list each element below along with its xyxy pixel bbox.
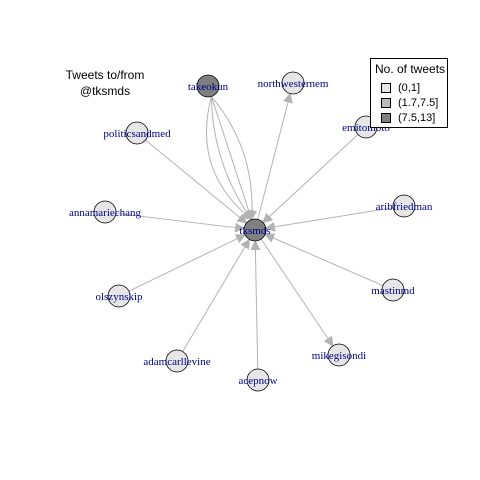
node-circle-mastinmd [381,278,405,302]
node-circle-mikegisondi [327,343,351,367]
legend-swatch-high [381,113,391,123]
node-northwesternem[interactable]: northwesternem [258,71,329,95]
node-adamcarllevine[interactable]: adamcarllevine [143,349,211,373]
edge-takeokun-to-tksmds [210,96,253,221]
node-aribfriedman[interactable]: aribfriedman [376,194,433,218]
edge-annamariechang-to-tksmds [115,212,246,233]
legend-label-mid: (1.7,7.5] [398,97,439,109]
edge-mastinmd-to-tksmds [264,233,384,287]
node-circle-olszynskip [107,284,131,308]
node-mikegisondi[interactable]: mikegisondi [312,343,366,367]
node-circle-acepnow [246,368,270,392]
node-label-adamcarllevine: adamcarllevine [143,356,210,368]
node-label-politicsandmed: politicsandmed [103,128,171,140]
legend-item-mid: (1.7,7.5] [381,96,438,110]
node-annamariechang[interactable]: annamariechang [69,200,142,224]
edge-politicsandmed-to-tksmds [145,139,248,224]
edge-takeokun-to-tksmds [211,96,258,221]
node-label-mikegisondi: mikegisondi [312,350,366,362]
edge-takeokun-to-tksmds [206,96,253,221]
node-circle-northwesternem [281,71,305,95]
node-circle-adamcarllevine [165,349,189,373]
node-label-takeokun: takeokun [188,81,229,93]
edge-acepnow-to-tksmds [250,239,261,370]
node-label-mastinmd: mastinmd [371,285,415,297]
edge-tksmds-to-mikegisondi [260,238,334,347]
title-line-2: @tksmds [80,84,130,98]
node-circle-takeokun [196,74,220,98]
legend: No. of tweets (0,1] (1.7,7.5] (7.5,13] [370,58,448,128]
node-circle-tksmds [243,218,267,242]
legend-label-low: (0,1] [398,82,421,94]
legend-label-high: (7.5,13] [398,112,436,124]
node-label-northwesternem: northwesternem [258,78,329,90]
node-acepnow[interactable]: acepnow [238,368,278,392]
legend-swatch-mid [381,98,391,108]
node-circle-politicsandmed [125,121,149,145]
legend-title: No. of tweets [375,62,446,76]
node-label-olszynskip: olszynskip [95,291,143,303]
edge-takeokun-to-tksmds [210,96,254,221]
node-label-aribfriedman: aribfriedman [376,201,433,213]
legend-item-low: (0,1] [381,81,420,95]
node-label-tksmds: tksmds [239,225,270,237]
edge-adamcarllevine-to-tksmds [182,238,250,352]
node-label-acepnow: acepnow [238,375,277,387]
edge-tksmds-to-northwesternem [257,92,293,220]
node-takeokun[interactable]: takeokun [188,74,229,98]
node-olszynskip[interactable]: olszynskip [95,284,143,308]
node-tksmds[interactable]: tksmds [239,218,271,242]
edges-layer [115,92,394,370]
edge-aribfriedman-to-tksmds [264,207,394,232]
edge-olszynskip-to-tksmds [128,234,247,292]
legend-item-high: (7.5,13] [381,111,435,125]
node-politicsandmed[interactable]: politicsandmed [103,121,171,145]
node-mastinmd[interactable]: mastinmd [371,278,415,302]
node-circle-aribfriedman [392,194,416,218]
legend-swatch-low [381,83,391,93]
edge-emitomoto-to-tksmds [262,134,359,224]
node-label-annamariechang: annamariechang [69,207,142,219]
title-line-1: Tweets to/from [66,68,145,82]
node-circle-annamariechang [93,200,117,224]
